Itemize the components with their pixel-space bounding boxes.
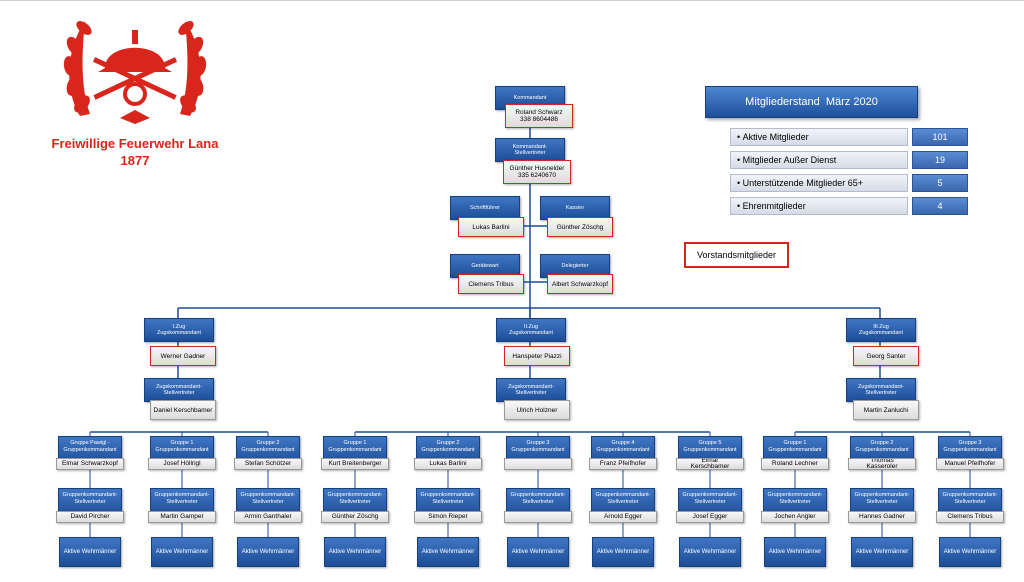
org-name: Freiwillige Feuerwehr Lana <box>51 136 219 151</box>
zug-3-role: III.Zug Zugskommandant <box>846 318 916 342</box>
zug-2-vice-role: Zugskommandant- Stellvertreter <box>496 378 566 402</box>
gruppe-3-members[interactable]: Aktive Wehrmänner <box>237 537 299 567</box>
stats-title: Mitgliederstand März 2020 <box>705 86 918 118</box>
zug-2-role: II.Zug Zugskommandant <box>496 318 566 342</box>
geraetewart-name[interactable]: Clemens Tribus <box>458 274 524 294</box>
org-founding-year: 1877 <box>120 153 150 168</box>
kommandant-name-box[interactable]: Roland Schwarz 338 8604486 <box>505 104 573 128</box>
stats-label-unterstuetzende: • Unterstützende Mitglieder 65+ <box>730 174 908 192</box>
gruppe-11-members[interactable]: Aktive Wehrmänner <box>939 537 1001 567</box>
stellvertreter-phone: 335 6240670 <box>518 172 556 179</box>
stats-label-text: Unterstützende Mitglieder 65+ <box>742 178 863 188</box>
top-border <box>0 0 1024 1</box>
stellvertreter-name-box[interactable]: Günther Husnelder 335 6240670 <box>503 160 571 184</box>
stats-value-unterstuetzende: 5 <box>912 174 968 192</box>
gruppe-5-vice-name[interactable]: Simon Rieper <box>414 511 482 523</box>
gruppe-9-name[interactable]: Roland Lechner <box>761 458 829 470</box>
kassier-name[interactable]: Günther Zöschg <box>547 217 613 237</box>
zug-3-vice-role: Zugskommandant- Stellvertreter <box>846 378 916 402</box>
stats-value-aktive: 101 <box>912 128 968 146</box>
gruppe-10-members[interactable]: Aktive Wehrmänner <box>851 537 913 567</box>
kommandant-phone: 338 8604486 <box>520 116 558 123</box>
fire-brigade-logo <box>63 21 207 124</box>
gruppe-7-name[interactable]: Franz Pfeifhofer <box>589 458 657 470</box>
legend-vorstandsmitglieder: Vorstandsmitglieder <box>684 242 789 268</box>
stellvertreter-name: Günther Husnelder <box>509 165 565 172</box>
gruppe-4-vice-name[interactable]: Günther Zöschg <box>321 511 389 523</box>
gruppe-4-name[interactable]: Kurt Breitenberger <box>321 458 389 470</box>
zug-1-vice-role: Zugskommandant- Stellvertreter <box>144 378 214 402</box>
gruppe-9-members[interactable]: Aktive Wehrmänner <box>764 537 826 567</box>
org-name-block: Freiwillige Feuerwehr Lana 1877 <box>20 135 250 169</box>
gruppe-2-members[interactable]: Aktive Wehrmänner <box>151 537 213 567</box>
zug-1-vice-name[interactable]: Daniel Kerschbamer <box>150 400 216 420</box>
gruppe-8-name[interactable]: Elmar Kerschbamer <box>676 458 744 470</box>
stats-value-ausser-dienst: 19 <box>912 151 968 169</box>
zug-1-name[interactable]: Werner Gadner <box>150 346 216 366</box>
gruppe-6-vice-name[interactable] <box>504 511 572 523</box>
gruppe-5-name[interactable]: Lukas Barlini <box>414 458 482 470</box>
gruppe-5-members[interactable]: Aktive Wehrmänner <box>417 537 479 567</box>
gruppe-1-members[interactable]: Aktive Wehrmänner <box>59 537 121 567</box>
gruppe-11-vice-name[interactable]: Clemens Tribus <box>936 511 1004 523</box>
gruppe-7-vice-name[interactable]: Arnold Egger <box>589 511 657 523</box>
gruppe-2-vice-name[interactable]: Martin Gamper <box>148 511 216 523</box>
stats-title-text: Mitgliederstand März 2020 <box>745 96 878 108</box>
schriftfuehrer-name[interactable]: Lukas Barlini <box>458 217 524 237</box>
stats-label-ausser-dienst: • Mitglieder Außer Dienst <box>730 151 908 169</box>
delegierter-name[interactable]: Albert Schwarzkopf <box>547 274 613 294</box>
zug-1-role: I.Zug Zugskommandant <box>144 318 214 342</box>
zug-3-name[interactable]: Georg Santer <box>853 346 919 366</box>
gruppe-10-name[interactable]: Thomas Kasseroler <box>848 458 916 470</box>
gruppe-6-name[interactable] <box>504 458 572 470</box>
stats-label-ehren: • Ehrenmitglieder <box>730 197 908 215</box>
stats-value-ehren: 4 <box>912 197 968 215</box>
gruppe-10-vice-name[interactable]: Hannes Gadner <box>848 511 916 523</box>
gruppe-1-name[interactable]: Elmar Schwarzkopf <box>56 458 124 470</box>
stats-label-aktive: • Aktive Mitglieder <box>730 128 908 146</box>
zug-2-name[interactable]: Hanspeter Piazzi <box>504 346 570 366</box>
gruppe-11-name[interactable]: Manuel Pfeifhofer <box>936 458 1004 470</box>
gruppe-3-name[interactable]: Stefan Schötzer <box>234 458 302 470</box>
stats-label-text: Aktive Mitglieder <box>742 132 809 142</box>
gruppe-8-members[interactable]: Aktive Wehrmänner <box>679 537 741 567</box>
gruppe-6-members[interactable]: Aktive Wehrmänner <box>507 537 569 567</box>
stats-label-text: Ehrenmitglieder <box>742 201 806 211</box>
gruppe-1-vice-name[interactable]: David Pircher <box>56 511 124 523</box>
gruppe-7-members[interactable]: Aktive Wehrmänner <box>592 537 654 567</box>
gruppe-4-members[interactable]: Aktive Wehrmänner <box>324 537 386 567</box>
stellvertreter-role: Kommandant- Stellvertreter <box>495 138 565 162</box>
gruppe-8-vice-name[interactable]: Josef Egger <box>676 511 744 523</box>
zug-2-vice-name[interactable]: Ulrich Holzner <box>504 400 570 420</box>
gruppe-2-name[interactable]: Josef Höllrigl <box>148 458 216 470</box>
gruppe-9-vice-name[interactable]: Jochen Angler <box>761 511 829 523</box>
stats-label-text: Mitglieder Außer Dienst <box>742 155 837 165</box>
kommandant-name: Roland Schwarz <box>515 109 563 116</box>
gruppe-3-vice-name[interactable]: Armin Ganthaler <box>234 511 302 523</box>
zug-3-vice-name[interactable]: Martin Zanluchi <box>853 400 919 420</box>
